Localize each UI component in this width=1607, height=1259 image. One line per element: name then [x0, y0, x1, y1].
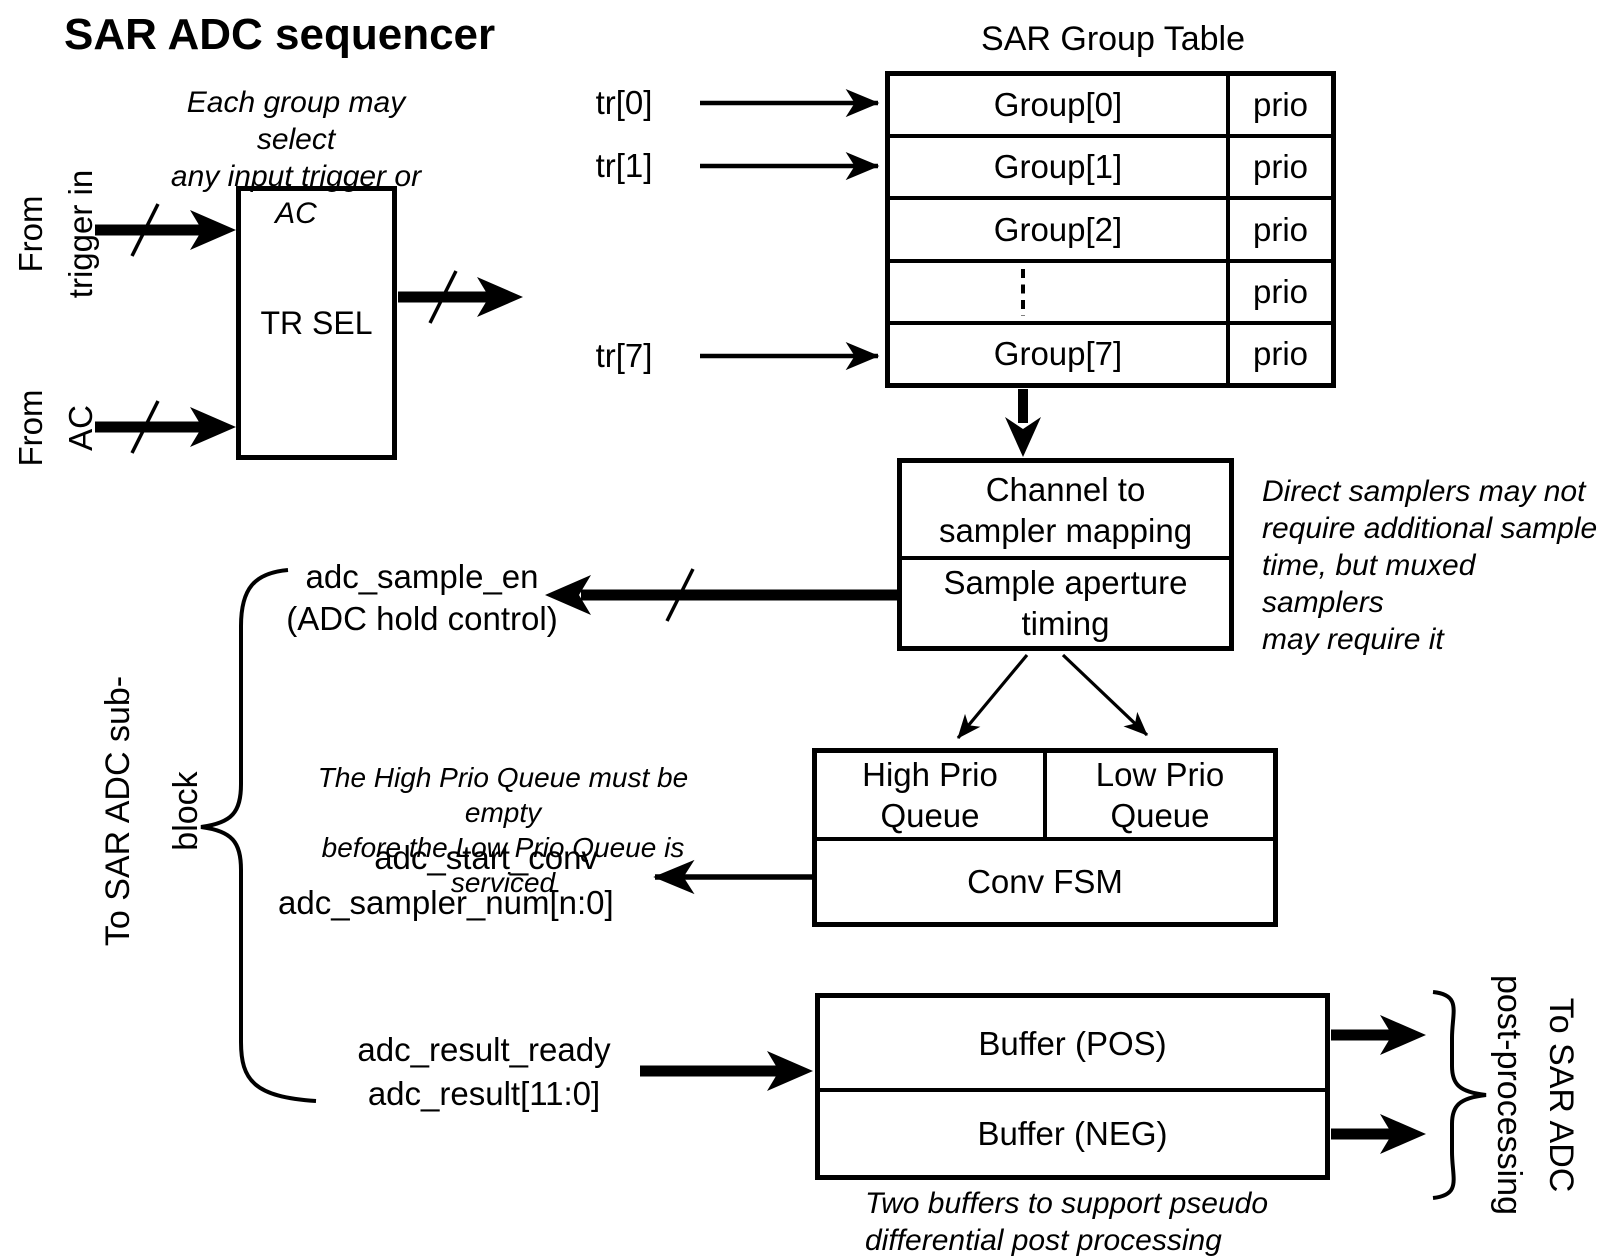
table-to-mapping-arrowhead [1005, 417, 1041, 457]
table-row: Group[1] prio [890, 134, 1331, 197]
bus-width-slash [130, 203, 160, 257]
buffer-neg-out-arrowhead [1380, 1114, 1426, 1154]
adc-start-conv-label: adc_start_conv adc_sampler_num[n:0] [278, 839, 614, 921]
trigger-input-label-7: tr[7] [595, 337, 653, 374]
group-cell: Group[0] [993, 86, 1123, 124]
prio-cell: prio [1226, 324, 1331, 384]
tr-sel-out-arrowhead [477, 277, 523, 317]
table-row-ellipsis: prio [890, 258, 1331, 321]
tr-sel-box: TR SEL [236, 186, 397, 460]
aperture-timing-label: Sample aperture timing [902, 556, 1229, 646]
bus-width-slash [428, 270, 458, 324]
table-row: Group[7] prio [890, 320, 1331, 384]
high-prio-queue: High Prio Queue [862, 756, 998, 834]
group-table-title: SAR Group Table [981, 20, 1245, 58]
buffer-neg: Buffer (NEG) [820, 1088, 1325, 1175]
prio-cell: prio [1226, 262, 1331, 321]
buffer-block: Buffer (POS) Buffer (NEG) [815, 993, 1330, 1180]
prio-cell: prio [1226, 76, 1331, 135]
mapping-to-low-queue-arrow [1061, 653, 1149, 737]
conv-fsm: Conv FSM [817, 837, 1273, 922]
adc-result-arrowhead [767, 1051, 813, 1091]
low-prio-queue: Low Prio Queue [1043, 753, 1273, 837]
prio-cell: prio [1226, 138, 1331, 197]
bus-width-slash [665, 568, 695, 622]
adc-result-label: adc_result_ready adc_result[11:0] [357, 1031, 611, 1112]
queue-block: High Prio Queue Low Prio Queue Conv FSM [812, 748, 1278, 927]
trigger-select-note: Each group may select any input trigger … [170, 86, 422, 230]
queue-row: High Prio Queue Low Prio Queue [817, 753, 1273, 837]
group-cell: Group[1] [993, 148, 1123, 186]
buffer-pos-out-arrowhead [1380, 1015, 1426, 1055]
trigger-input-label-0: tr[0] [595, 84, 653, 121]
group-cell: Group[7] [993, 334, 1123, 372]
to-sar-adc-subblock-label: To SAR ADC sub- block [99, 675, 205, 947]
tr-sel-label: TR SEL [260, 304, 373, 341]
group-cell: Group[2] [993, 210, 1123, 248]
mapping-to-high-queue-arrow [956, 653, 1029, 740]
buffers-note: Two buffers to support pseudo differenti… [865, 1187, 1269, 1257]
channel-mapping-label: Channel to sampler mapping [938, 470, 1193, 549]
table-row: Group[2] prio [890, 196, 1331, 259]
table-row: Group[0] prio [890, 76, 1331, 135]
prio-cell: prio [1226, 200, 1331, 259]
group-cell [890, 263, 1226, 321]
direct-samplers-note: Direct samplers may not require addition… [1262, 475, 1598, 656]
trigger-input-label-1: tr[1] [595, 147, 653, 184]
bus-width-slash [130, 400, 160, 454]
ac-in-arrowhead [190, 407, 236, 447]
from-ac-label: From AC [12, 389, 99, 467]
to-sar-adc-postprocessing-label: To SAR ADC post-processing [1490, 974, 1580, 1215]
buffer-pos: Buffer (POS) [978, 1024, 1167, 1062]
adc-sample-en-label: adc_sample_en (ADC hold control) [286, 558, 558, 637]
from-trigger-in-label: From trigger in [12, 169, 99, 299]
sar-group-table: Group[0] prio Group[1] prio Group[2] pri… [885, 71, 1336, 388]
diagram-title: SAR ADC sequencer [64, 10, 496, 59]
channel-mapping-box: Channel to sampler mapping Sample apertu… [897, 458, 1234, 651]
right-brace [1432, 990, 1487, 1200]
queue-priority-note: The High Prio Queue must be empty before… [317, 762, 689, 898]
